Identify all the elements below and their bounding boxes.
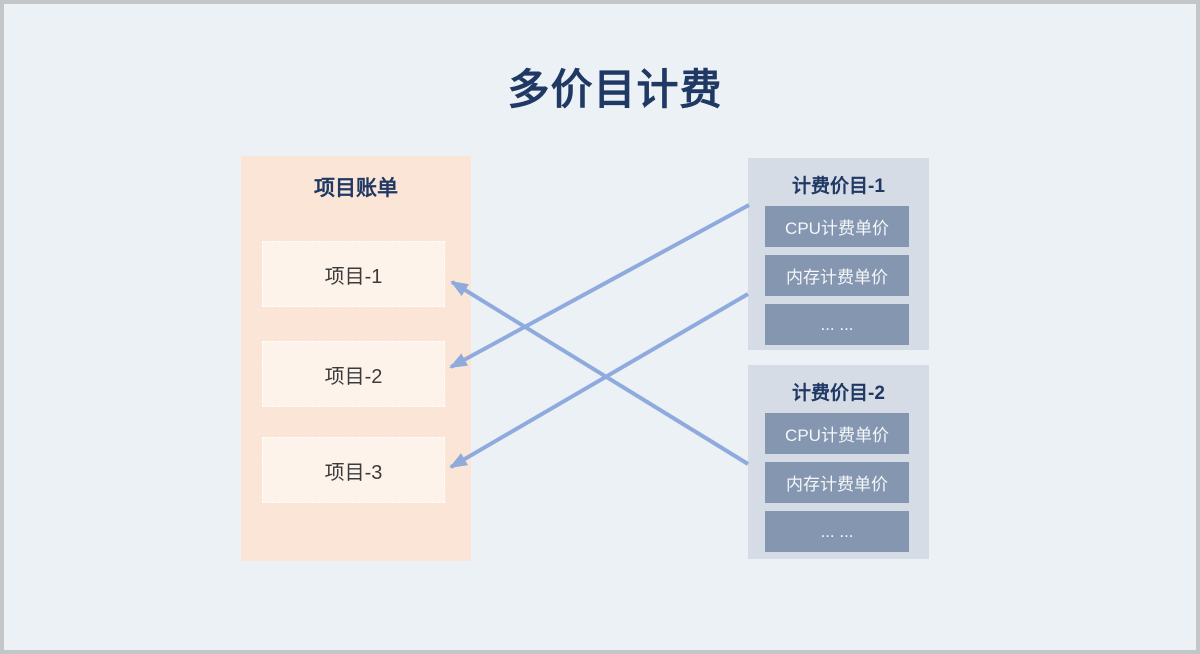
project-bill-header: 项目账单: [314, 177, 398, 200]
price-list-2-box: 计费价目-2 CPU计费单价 内存计费单价 ... ...: [748, 365, 929, 559]
price-row-cpu: CPU计费单价: [765, 413, 909, 454]
price-list-1-box: 计费价目-1 CPU计费单价 内存计费单价 ... ...: [748, 158, 929, 350]
diagram-title: 多价目计费: [507, 66, 723, 113]
price-row-ellipsis: ... ...: [765, 511, 909, 552]
price-row-memory: 内存计费单价: [765, 255, 909, 296]
bill-item-project-2: 项目-2: [262, 341, 445, 407]
project-bill-box: 项目账单 项目-1 项目-2 项目-3: [241, 156, 471, 561]
price-list-1-header: 计费价目-1: [792, 176, 885, 197]
connector-arrow-计费价目-2-项目-1: [450, 280, 750, 466]
bill-item-project-1: 项目-1: [262, 241, 445, 307]
price-row-cpu: CPU计费单价: [765, 206, 909, 247]
bill-item-project-3: 项目-3: [262, 437, 445, 503]
price-list-2-header: 计费价目-2: [792, 383, 885, 404]
price-row-memory: 内存计费单价: [765, 462, 909, 503]
connector-arrow-计费价目-1-项目-3: [449, 292, 750, 469]
connector-arrow-计费价目-1-项目-2: [449, 203, 750, 369]
price-row-ellipsis: ... ...: [765, 304, 909, 345]
